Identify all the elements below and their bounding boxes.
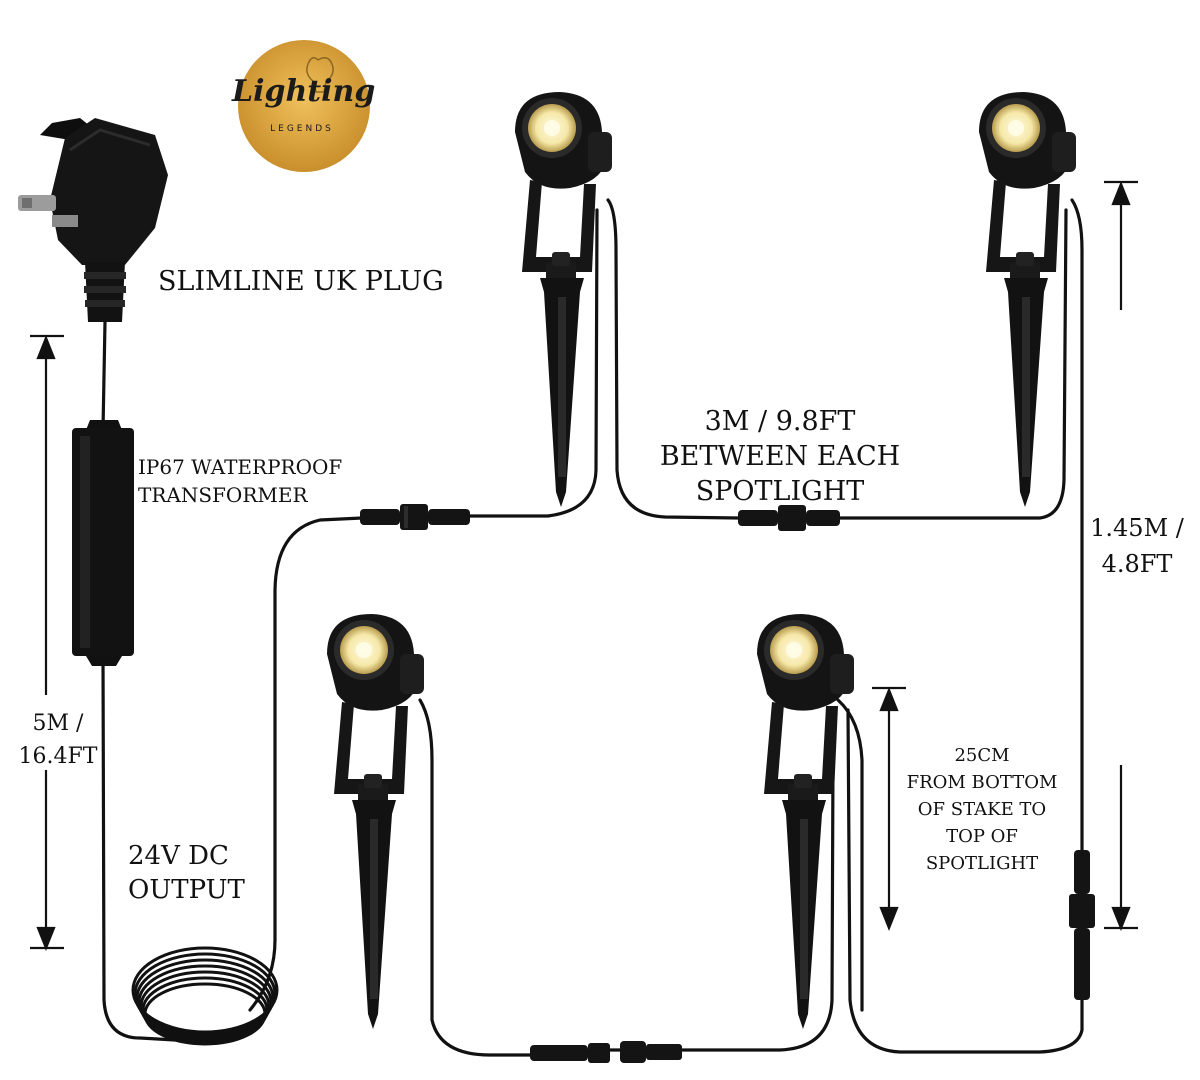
stake-label-line: OF STAKE TO [917,799,1047,820]
output-label-line: 24V DC [128,841,229,871]
cable-runs [101,198,1084,1057]
logo-main-text: Lighting [232,74,376,109]
transformer-label-line: TRANSFORMER [138,483,308,507]
stake-label-line: FROM BOTTOM [906,772,1058,793]
stake-label-line: TOP OF [946,826,1018,847]
logo-sub-text: LEGENDS [270,124,334,134]
height-label-line: 4.8FT [1101,550,1173,578]
plug-label: SLIMLINE UK PLUG [158,266,444,297]
transformer-label: IP67 WATERPROOF TRANSFORMER [138,453,342,509]
cable-length-line: 5M / [32,711,84,736]
spacing-label-line: 3M / 9.8FT [704,406,856,437]
cable-length-line: 16.4FT [18,744,98,769]
stake-label-line: SPOTLIGHT [925,853,1039,874]
transformer-icon [72,420,134,666]
spacing-label: 3M / 9.8FT BETWEEN EACH SPOTLIGHT [640,404,920,509]
output-label-line: OUTPUT [128,874,245,905]
spotlight-icon [757,614,854,1029]
height-label-line: 1.45M / [1090,514,1184,542]
dimension-arrow-icon [30,180,1138,951]
connector-icon [360,504,1095,1063]
transformer-label-line: IP67 WATERPROOF [138,455,343,479]
output-label: 24V DC OUTPUT [128,840,245,908]
spacing-label-line: BETWEEN EACH [659,441,901,473]
spotlight-icon [979,92,1076,507]
lighting-legends-logo [238,40,370,172]
stake-height-label: 25CM FROM BOTTOM OF STAKE TO TOP OF SPOT… [886,742,1078,877]
uk-plug-icon [18,118,168,322]
spacing-label-line: SPOTLIGHT [695,476,865,508]
cable-coil-icon [131,946,279,1046]
height-label: 1.45M / 4.8FT [1076,510,1198,582]
cable-length-label: 5M / 16.4FT [8,707,108,773]
spotlight-icon [327,614,424,1029]
stake-label-line: 25CM [954,745,1010,766]
